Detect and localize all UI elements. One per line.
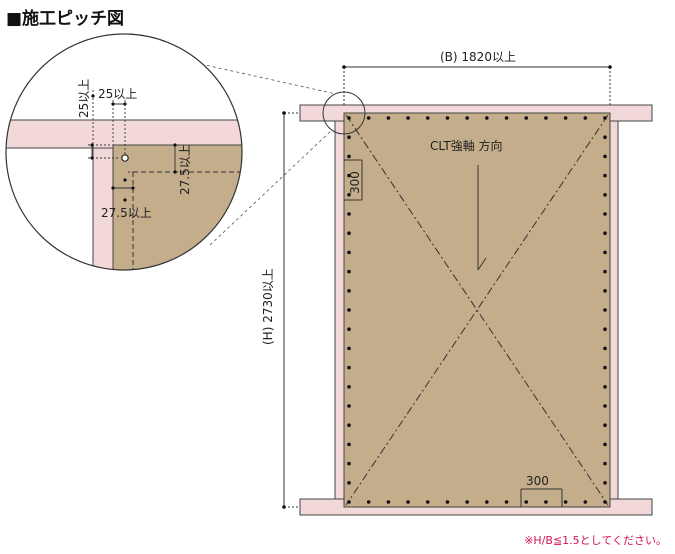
screw-dot bbox=[445, 116, 450, 120]
screw-dot bbox=[603, 308, 607, 312]
screw-dot bbox=[347, 135, 351, 139]
screw-dot bbox=[544, 500, 548, 504]
screw-dot bbox=[504, 500, 509, 504]
screw-dot bbox=[366, 116, 371, 120]
screw-dot bbox=[563, 116, 568, 120]
screw-dot bbox=[603, 289, 607, 293]
screw-dot bbox=[603, 385, 607, 389]
screw-dot bbox=[603, 116, 607, 120]
pitch-vertical-label: 300 bbox=[348, 171, 362, 194]
detail-25-horizontal-label: 25以上 bbox=[98, 87, 137, 101]
screw-dot bbox=[603, 423, 607, 428]
screw-dot bbox=[347, 365, 351, 370]
screw-dot bbox=[386, 116, 391, 120]
screw-dot bbox=[603, 173, 607, 178]
screw-dot bbox=[347, 346, 351, 351]
screw-dot bbox=[347, 289, 351, 293]
screw-dot bbox=[524, 500, 529, 504]
screw-dot bbox=[347, 461, 351, 466]
screw-dot bbox=[347, 442, 351, 447]
screw-dot bbox=[347, 154, 351, 159]
screw-dot bbox=[603, 365, 607, 370]
screw-dot bbox=[603, 135, 607, 139]
screw-dot bbox=[366, 500, 371, 504]
screw-dot bbox=[603, 193, 607, 197]
pitch-vertical-marker bbox=[344, 159, 363, 201]
screw-dot bbox=[347, 269, 351, 274]
height-label: (H) 2730以上 bbox=[261, 268, 275, 345]
screw-dot bbox=[347, 116, 351, 120]
screw-dot bbox=[603, 327, 607, 332]
grain-label: CLT強軸 方向 bbox=[430, 138, 503, 153]
screw-dot bbox=[347, 250, 351, 255]
screw-dot bbox=[347, 231, 351, 235]
detail-25-vertical-label: 25以上 bbox=[77, 79, 91, 118]
screw-dot bbox=[544, 116, 548, 120]
screw-dot bbox=[603, 231, 607, 235]
detail-view bbox=[6, 34, 242, 270]
screw-dot bbox=[465, 116, 469, 120]
screw-dot bbox=[603, 500, 607, 504]
screw-dot bbox=[347, 481, 351, 485]
screw-dot bbox=[347, 212, 351, 216]
screw-dot bbox=[603, 404, 607, 408]
screw-dot bbox=[603, 212, 607, 216]
screw-dot bbox=[425, 116, 430, 120]
detail-275-vertical-label: 27.5以上 bbox=[178, 144, 192, 195]
screw-dot bbox=[465, 500, 469, 504]
screw-dot bbox=[485, 500, 489, 504]
screw-dot bbox=[425, 500, 430, 504]
screw-dot bbox=[603, 269, 607, 274]
screw-dot bbox=[386, 500, 391, 504]
screw-dot bbox=[603, 461, 607, 466]
screw-dot bbox=[603, 481, 607, 485]
screw-dot bbox=[347, 404, 351, 408]
diagonal-lines bbox=[345, 114, 609, 506]
screw-dot bbox=[347, 308, 351, 312]
screw-dot bbox=[347, 500, 351, 504]
screw-dot bbox=[445, 500, 450, 504]
screw-dot bbox=[603, 346, 607, 351]
grain-arrow bbox=[477, 165, 487, 271]
screw-dot bbox=[583, 116, 588, 120]
ratio-note: ※H/B≦1.5としてください。 bbox=[524, 534, 667, 547]
detail-circle-outline bbox=[5, 33, 243, 271]
screw-dot bbox=[347, 173, 351, 178]
screw-dot bbox=[603, 154, 607, 159]
width-dimension bbox=[343, 66, 611, 105]
pitch-horizontal-marker bbox=[520, 488, 563, 507]
detail-275-horizontal-label: 27.5以上 bbox=[101, 206, 152, 220]
screw-dot bbox=[347, 385, 351, 389]
screw-dot bbox=[485, 116, 489, 120]
screw-dot bbox=[347, 193, 351, 197]
height-dimension bbox=[283, 112, 300, 508]
screw-dot bbox=[347, 423, 351, 428]
screw-dot bbox=[603, 250, 607, 255]
screw-dot bbox=[524, 116, 529, 120]
width-label: (B) 1820以上 bbox=[440, 50, 516, 64]
screw-dot bbox=[347, 327, 351, 332]
screw-dot bbox=[563, 500, 568, 504]
corner-highlight-circle bbox=[322, 91, 366, 135]
screw-dot bbox=[504, 116, 509, 120]
screw-dot bbox=[603, 442, 607, 447]
screw-dots bbox=[347, 116, 607, 504]
pitch-horizontal-label: 300 bbox=[526, 474, 549, 488]
screw-dot bbox=[583, 500, 588, 504]
screw-dot bbox=[406, 116, 410, 120]
screw-dot bbox=[406, 500, 410, 504]
page-title: ■施工ピッチ図 bbox=[6, 9, 125, 29]
